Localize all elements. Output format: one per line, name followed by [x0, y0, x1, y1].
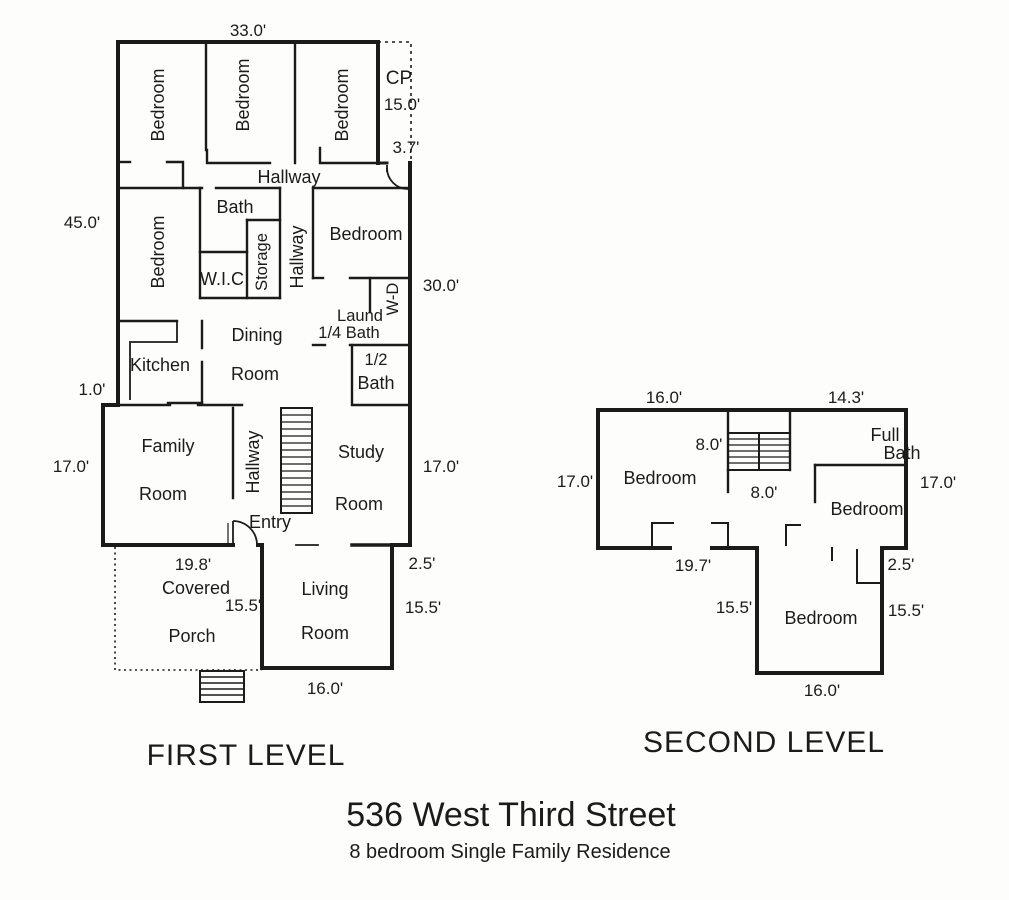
page-title: 536 West Third Street [346, 796, 676, 834]
dim-l1-cp-offset: 3.7' [393, 138, 420, 157]
room-label-living-1: Living [301, 579, 348, 599]
dim-l2-right-jog: 2.5' [888, 555, 915, 574]
dim-l1-living-jog: 2.5' [409, 554, 436, 573]
dim-l1-porch-depth: 15.5' [225, 596, 261, 615]
room-label-hallway-lower: Hallway [243, 430, 263, 493]
room-label-l2-full-bath: Bath [883, 443, 920, 463]
second-level-labels: 16.0' 14.3' 17.0' 17.0' 8.0' 8.0' 19.7' … [557, 388, 956, 700]
room-label-hallway-mid: Hallway [287, 225, 307, 288]
second-level-caption: SECOND LEVEL [643, 726, 885, 759]
room-label-bath: Bath [216, 197, 253, 217]
dim-l2-stair-width-a: 8.0' [696, 435, 723, 454]
dim-l1-family-height: 17.0' [53, 457, 89, 476]
room-label-quarter-bath: 1/4 Bath [318, 324, 379, 342]
dim-l2-left-height: 17.0' [557, 472, 593, 491]
room-label-family-2: Room [139, 484, 187, 504]
dim-l2-top-right-width: 14.3' [828, 388, 864, 407]
dim-l2-bottom-left-width: 19.7' [675, 556, 711, 575]
second-level-plan: 16.0' 14.3' 17.0' 17.0' 8.0' 8.0' 19.7' … [557, 388, 956, 700]
room-label-living-2: Room [301, 623, 349, 643]
room-label-wic: W.I.C [200, 269, 244, 289]
room-label-hallway-top: Hallway [257, 167, 320, 187]
dim-l1-porch-width: 19.8' [175, 555, 211, 574]
room-label-entry: Entry [249, 512, 291, 532]
dim-l2-right-height: 17.0' [920, 473, 956, 492]
room-label-l2-bedroom-left: Bedroom [623, 468, 696, 488]
carport-dashed-boundary [378, 41, 412, 163]
second-level-stair-treads [728, 438, 790, 464]
room-label-kitchen: Kitchen [130, 355, 190, 375]
porch-steps [199, 670, 245, 703]
room-label-bedroom-mid-left: Bedroom [148, 215, 168, 288]
room-label-l2-bedroom-right: Bedroom [830, 499, 903, 519]
captions: FIRST LEVEL SECOND LEVEL 536 West Third … [147, 726, 885, 863]
room-label-family-1: Family [142, 436, 195, 456]
first-level-caption: FIRST LEVEL [147, 739, 346, 772]
page-subtitle: 8 bedroom Single Family Residence [349, 841, 670, 863]
first-level-interior-walls [101, 40, 412, 546]
second-level-outer-walls [596, 408, 908, 675]
room-label-covered: Covered [162, 578, 230, 598]
first-level-stair-treads [281, 414, 312, 507]
dim-l2-stair-width-b: 8.0' [751, 483, 778, 502]
dim-l1-living-height: 15.5' [405, 598, 441, 617]
dim-l2-bedroom-right-height: 15.5' [888, 601, 924, 620]
room-label-bedroom-top-center: Bedroom [233, 58, 253, 131]
room-label-half-bath-1: 1/2 [365, 351, 388, 369]
entry-door-arc [227, 520, 258, 546]
room-label-bedroom-mid-right: Bedroom [329, 224, 402, 244]
dim-l1-left-jog: 1.0' [79, 380, 106, 399]
room-label-half-bath-2: Bath [357, 373, 394, 393]
room-label-l2-bedroom-bottom: Bedroom [784, 608, 857, 628]
dim-l2-bedroom-left-height: 15.5' [716, 598, 752, 617]
room-label-storage: Storage [253, 233, 271, 291]
room-label-study-2: Room [335, 494, 383, 514]
dim-l1-right-mid: 30.0' [423, 276, 459, 295]
dim-l2-bottom-width: 16.0' [804, 681, 840, 700]
first-level-plan: 33.0' CP 15.0' 3.7' 45.0' 30.0' 1.0' 17.… [53, 21, 459, 703]
room-label-laundry: Laund [337, 307, 383, 325]
first-level-stairs [280, 407, 313, 514]
carport-door-arc [386, 165, 409, 190]
room-label-l2-full: Full [870, 425, 899, 445]
room-label-study-1: Study [338, 442, 384, 462]
first-level-labels: 33.0' CP 15.0' 3.7' 45.0' 30.0' 1.0' 17.… [53, 21, 459, 698]
dim-l1-left-height: 45.0' [64, 213, 100, 232]
kitchen-counter [129, 321, 178, 400]
room-label-dining-2: Room [231, 364, 279, 384]
dim-l1-study-height: 17.0' [423, 457, 459, 476]
dim-l2-top-left-width: 16.0' [646, 388, 682, 407]
room-label-bedroom-top-right: Bedroom [332, 68, 352, 141]
room-label-porch: Porch [168, 626, 215, 646]
porch-step-treads [200, 676, 244, 696]
room-label-cp: CP [386, 68, 412, 89]
second-level-stairs [727, 432, 791, 471]
room-label-dining-1: Dining [231, 325, 282, 345]
dim-l1-top-width: 33.0' [230, 21, 266, 40]
dim-l1-living-width: 16.0' [307, 679, 343, 698]
room-label-bedroom-top-left: Bedroom [148, 68, 168, 141]
dim-l1-cp-depth: 15.0' [384, 95, 420, 114]
room-label-washer-dryer: W-D [384, 283, 402, 316]
